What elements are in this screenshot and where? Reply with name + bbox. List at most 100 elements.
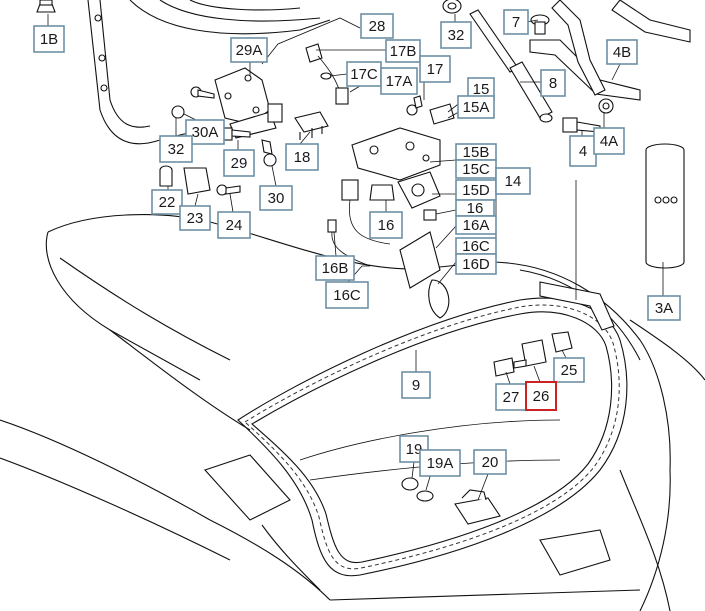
callout-text: 29A [236,42,263,59]
callout-text: 16 [467,200,484,217]
callout-19a[interactable]: 19A [419,449,461,477]
callout-text: 23 [187,210,204,227]
callout-4a[interactable]: 4A [593,127,625,155]
callout-box[interactable] [159,135,193,163]
leader-lines [47,14,664,501]
callout-8[interactable]: 8 [540,69,566,97]
callout-17[interactable]: 17 [419,55,451,83]
callout-box[interactable] [495,383,527,411]
callout-box[interactable] [525,381,557,411]
callout-29a[interactable]: 29A [230,37,268,63]
callout-box[interactable] [457,95,495,119]
callout-text: 16C [462,238,490,255]
callout-box[interactable] [380,67,418,95]
callout-text: 17C [350,66,378,83]
callout-box[interactable] [179,205,211,231]
callout-box[interactable] [540,69,566,97]
callout-box[interactable] [285,143,319,171]
callout-box[interactable] [473,449,507,475]
callout-18[interactable]: 18 [285,143,319,171]
callout-box[interactable] [33,25,65,53]
callout-15b[interactable]: 15B [455,143,497,161]
callout-box[interactable] [495,167,531,195]
callout-text: 22 [159,194,176,211]
callout-text: 25 [561,362,578,379]
trunk-lid [87,0,331,145]
callout-text: 15D [462,182,490,199]
callout-16c-r[interactable]: 16C [455,237,497,255]
callout-4b[interactable]: 4B [606,39,638,65]
callout-box[interactable] [369,211,403,239]
part-8-gas-strut [469,9,553,123]
callout-text: 17 [427,61,444,78]
callout-box[interactable] [360,13,394,39]
part-22-bushing [159,165,241,196]
callout-29[interactable]: 29 [223,149,255,177]
callout-text: 29 [231,155,248,172]
callout-15d[interactable]: 15D [455,179,497,201]
callout-15[interactable]: 15 [467,77,495,101]
callout-box[interactable] [606,39,638,65]
callout-16d[interactable]: 16D [455,253,497,275]
callout-4[interactable]: 4 [569,135,597,167]
callout-box[interactable] [151,189,183,215]
callout-17a[interactable]: 17A [380,67,418,95]
callout-7[interactable]: 7 [503,9,529,35]
part-26-buffer [493,331,573,377]
callout-14[interactable]: 14 [495,167,531,195]
callout-27[interactable]: 27 [495,383,527,411]
callout-15c[interactable]: 15C [455,159,497,179]
callout-box[interactable] [259,185,293,211]
callout-box[interactable] [217,211,251,239]
callout-16a[interactable]: 16A [455,215,497,235]
callout-box[interactable] [419,449,461,477]
callout-text: 32 [168,141,185,158]
callout-text: 4A [600,133,618,150]
callout-30[interactable]: 30 [259,185,293,211]
callout-box[interactable] [440,21,472,49]
callout-16c-l[interactable]: 16C [325,281,369,309]
callout-box[interactable] [315,255,355,281]
callout-text: 15A [463,99,490,116]
callout-box[interactable] [325,281,369,309]
part-17-sensor [305,43,349,105]
callout-text: 19 [406,441,423,458]
callout-box[interactable] [647,295,681,321]
callout-text: 20 [482,454,499,471]
callout-19[interactable]: 19 [399,435,429,463]
callout-22[interactable]: 22 [151,189,183,215]
callout-box[interactable] [223,149,255,177]
part-14-lock-assembly [351,95,455,209]
callout-9[interactable]: 9 [401,371,431,399]
callout-box[interactable] [385,39,421,63]
callout-15a[interactable]: 15A [457,95,495,119]
callout-28[interactable]: 28 [360,13,394,39]
callout-26[interactable]: 26 [525,381,557,411]
callout-32a[interactable]: 32 [440,21,472,49]
callout-17c[interactable]: 17C [346,61,382,87]
callout-16b[interactable]: 16B [315,255,355,281]
callout-text: 19A [427,455,454,472]
callout-3a[interactable]: 3A [647,295,681,321]
callout-16-l[interactable]: 16 [369,211,403,239]
callout-23[interactable]: 23 [179,205,211,231]
callout-box[interactable] [503,9,529,35]
callout-text: 16C [333,287,361,304]
callout-16[interactable]: 16 [455,199,495,217]
callout-24[interactable]: 24 [217,211,251,239]
callout-32b[interactable]: 32 [159,135,193,163]
callout-1b[interactable]: 1B [33,25,65,53]
callout-box[interactable] [455,215,497,235]
callout-box[interactable] [230,37,268,63]
callout-box[interactable] [419,55,451,83]
callout-25[interactable]: 25 [553,357,585,383]
part-30a-bolt [171,86,251,141]
callout-box[interactable] [593,127,625,155]
callout-20[interactable]: 20 [473,449,507,475]
callout-text: 8 [549,75,557,92]
callout-box[interactable] [553,357,585,383]
callout-17b[interactable]: 17B [385,39,421,63]
callout-box[interactable] [401,371,431,399]
callout-box[interactable] [455,253,497,275]
callout-text: 17B [390,43,417,60]
